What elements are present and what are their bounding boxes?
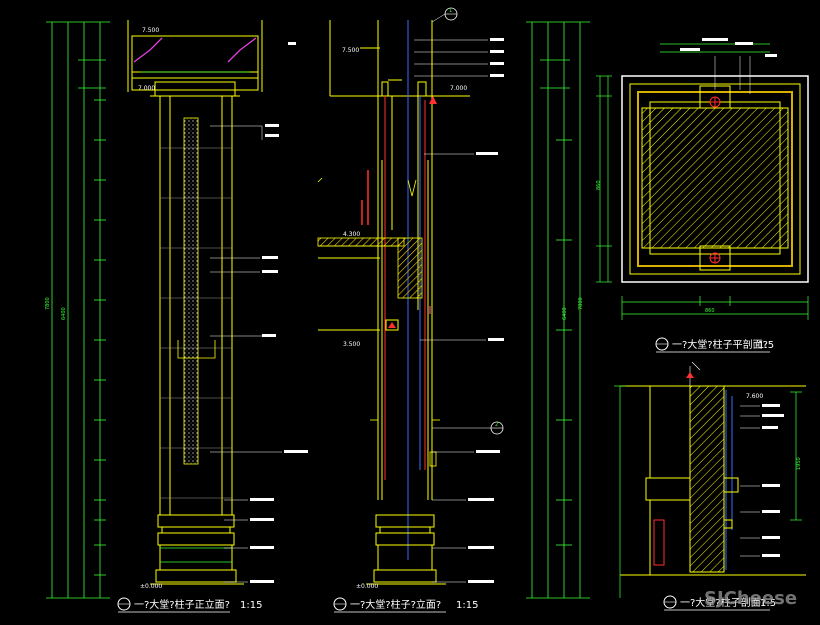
side-level-beam: 4.300 [343, 231, 360, 238]
detail-view-scale: 1:5 [760, 598, 776, 609]
side-height-dim: 6400 [562, 307, 568, 320]
side-level-mid: 7.000 [450, 85, 467, 92]
front-level-top: 7.500 [142, 27, 159, 34]
plan-column-core [641, 107, 789, 249]
plan-section: 860 860 一?大堂?柱子平剖面? 1:5 [596, 38, 809, 353]
detail-level-top: 7.600 [746, 393, 763, 400]
plan-view-scale: 1:5 [758, 340, 774, 351]
front-view-title: 一?大堂?柱子正立面? [134, 598, 230, 611]
plan-view-title: 一?大堂?柱子平剖面? [672, 338, 768, 351]
front-elevation: 7800 6400 7.500 7.000 [45, 20, 308, 613]
front-dimension-lines [46, 21, 110, 599]
front-height-dim: 6400 [61, 307, 67, 320]
side-base-plinth [366, 514, 446, 585]
detail-height-dim: 1950 [796, 457, 802, 470]
front-stone-strip [183, 117, 199, 465]
side-elevation: 4.300 3.500 7.500 7.000 [317, 7, 504, 613]
side-view-title: 一?大堂?柱子?立面? [350, 598, 441, 611]
section-marker-1-label: 1 [449, 8, 452, 14]
detail-view-title: 一?大堂?柱子剖面? [680, 596, 766, 609]
watermark-logo: SJCheese [704, 588, 797, 609]
front-view-scale: 1:15 [240, 600, 262, 611]
front-total-dim: 7800 [45, 297, 51, 310]
side-level-top: 7.500 [342, 47, 359, 54]
detail-hatched-wall [689, 385, 725, 573]
side-dimension-lines [526, 21, 590, 599]
side-total-dim: 7800 [578, 297, 584, 310]
plan-width-dim: 860 [705, 308, 715, 314]
front-level-mid: 7.000 [138, 85, 155, 92]
front-base-plinth [150, 514, 244, 585]
plan-height-dim: 860 [596, 180, 602, 190]
section-marker-2-label: 2 [495, 422, 498, 428]
side-view-scale: 1:15 [456, 600, 478, 611]
side-level-ceiling: 3.500 [343, 341, 360, 348]
side-beam-slab [317, 237, 423, 299]
side-level-floor: ±0.000 [356, 583, 378, 590]
detail-section: 7.600 1950 一?大堂?柱子剖面? 1:5 [614, 361, 806, 611]
front-level-floor: ±0.000 [140, 583, 162, 590]
